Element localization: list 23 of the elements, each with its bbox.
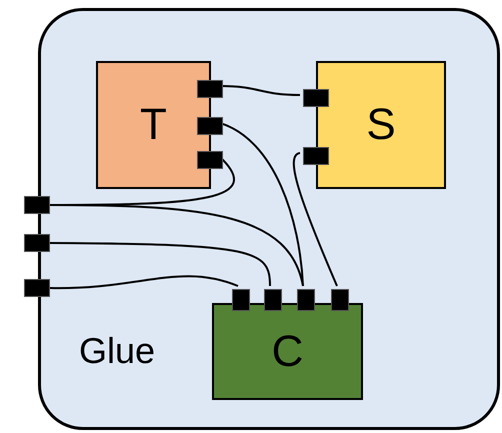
port-box <box>24 196 50 214</box>
port-box <box>197 117 223 135</box>
connector-line <box>50 242 271 286</box>
port-box <box>303 147 329 165</box>
port-box <box>264 289 282 311</box>
component-label: S <box>366 103 396 147</box>
component-box <box>316 61 446 189</box>
port-box <box>232 289 250 311</box>
port-box <box>197 151 223 169</box>
port-box <box>24 279 50 297</box>
port-box <box>331 289 349 311</box>
connector-line <box>50 275 238 289</box>
component-label: T <box>140 103 167 147</box>
component-label: C <box>272 330 304 374</box>
port-box <box>303 89 329 107</box>
container-box <box>38 8 500 430</box>
component-box <box>212 303 363 400</box>
component-box <box>96 61 211 189</box>
connector-line <box>50 204 304 286</box>
container-label: Glue <box>79 333 156 369</box>
port-box <box>297 289 315 311</box>
port-box <box>24 234 50 252</box>
port-box <box>197 80 223 98</box>
